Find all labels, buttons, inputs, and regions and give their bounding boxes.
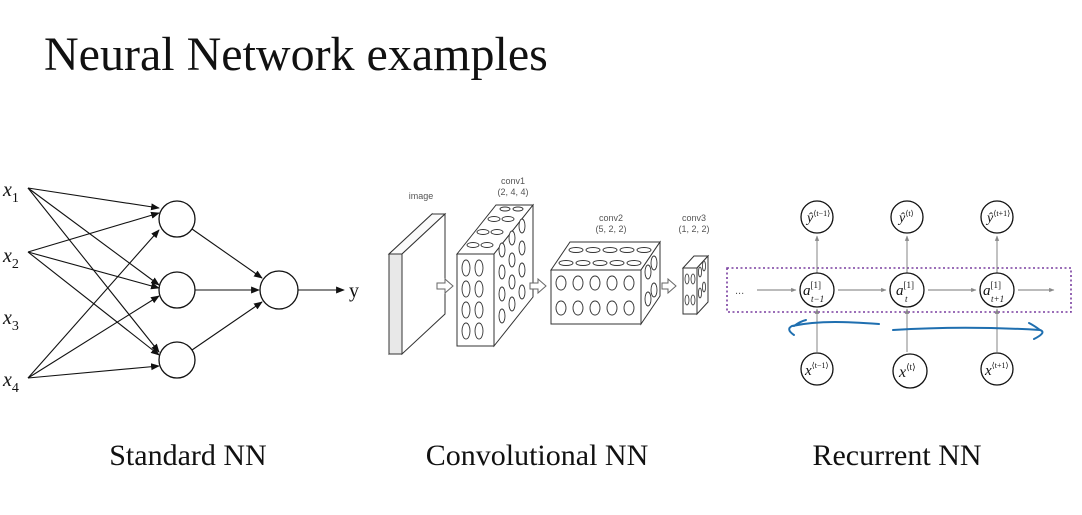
cnn-label-conv2: conv2 xyxy=(599,213,623,223)
rnn-input-node-1 xyxy=(800,352,834,386)
rnn-output-node-2 xyxy=(890,200,924,234)
rnn-output-label-2: ŷ⟨t⟩ xyxy=(897,209,914,226)
cnn-label-conv3: conv3 xyxy=(682,213,706,223)
rnn-hidden-node-1 xyxy=(799,272,835,308)
rnn-hidden-label-1: a[1]t−1 xyxy=(803,280,824,304)
rnn-hidden-label-2: a[1]t xyxy=(896,280,914,304)
rnn-hidden-label-3: a[1]t+1 xyxy=(983,280,1004,304)
recurrent-nn-diagram: ŷ⟨t−1⟩ ŷ⟨t⟩ ŷ⟨t+1⟩ ... a[1]t−1 a[1]t a[1… xyxy=(726,200,1072,472)
cnn-arrow-2 xyxy=(529,277,547,295)
cnn-conv1-block xyxy=(455,203,535,348)
rnn-ellipsis: ... xyxy=(735,285,744,297)
cnn-label-conv2-shape: (5, 2, 2) xyxy=(595,224,626,234)
slide-title: Neural Network examples xyxy=(44,28,548,81)
input-label-x4: x4 xyxy=(2,369,19,396)
convolutional-nn-caption: Convolutional NN xyxy=(426,439,649,472)
rnn-hidden-node-2 xyxy=(889,272,925,308)
rnn-backprop-annotation xyxy=(788,319,1044,340)
input-label-x2: x2 xyxy=(2,245,19,272)
hidden-node-1 xyxy=(158,200,196,238)
hidden-output-edges xyxy=(191,228,263,351)
cnn-conv2-block xyxy=(550,240,661,326)
rnn-input-label-2: x⟨t⟩ xyxy=(898,362,916,381)
rnn-output-label-3: ŷ⟨t+1⟩ xyxy=(985,209,1010,226)
cnn-arrow-1 xyxy=(436,277,454,295)
input-label-x1: x1 xyxy=(2,179,19,206)
recurrent-nn-caption: Recurrent NN xyxy=(812,439,981,472)
rnn-output-node-1 xyxy=(800,200,834,234)
cnn-label-image: image xyxy=(409,191,434,201)
standard-nn-caption: Standard NN xyxy=(109,439,266,472)
cnn-arrow-3 xyxy=(661,277,677,295)
rnn-output-label-1: ŷ⟨t−1⟩ xyxy=(805,209,830,226)
standard-nn-diagram: x1 x2 x3 x4 y Standard NN xyxy=(2,179,359,472)
cnn-conv3-block xyxy=(681,254,710,316)
output-label-y: y xyxy=(349,280,359,302)
rnn-highlight-box xyxy=(726,267,1072,313)
rnn-output-node-3 xyxy=(980,200,1014,234)
rnn-input-node-2 xyxy=(892,353,928,389)
rnn-input-label-3: x⟨t+1⟩ xyxy=(984,361,1009,379)
cnn-label-conv3-shape: (1, 2, 2) xyxy=(678,224,709,234)
convolutional-nn-diagram: image conv1 (2, 4, 4) conv2 (5, 2, 2) co… xyxy=(387,176,710,472)
rnn-input-label-1: x⟨t−1⟩ xyxy=(804,361,829,379)
cnn-label-conv1: conv1 xyxy=(501,176,525,186)
hidden-node-3 xyxy=(158,341,196,379)
cnn-input-image xyxy=(387,212,447,356)
rnn-hidden-node-3 xyxy=(979,272,1015,308)
input-hidden-edges xyxy=(27,187,160,379)
hidden-node-2 xyxy=(158,271,196,309)
output-node xyxy=(259,270,299,310)
rnn-input-node-3 xyxy=(980,352,1014,386)
input-label-x3: x3 xyxy=(2,307,19,334)
cnn-label-conv1-shape: (2, 4, 4) xyxy=(497,187,528,197)
